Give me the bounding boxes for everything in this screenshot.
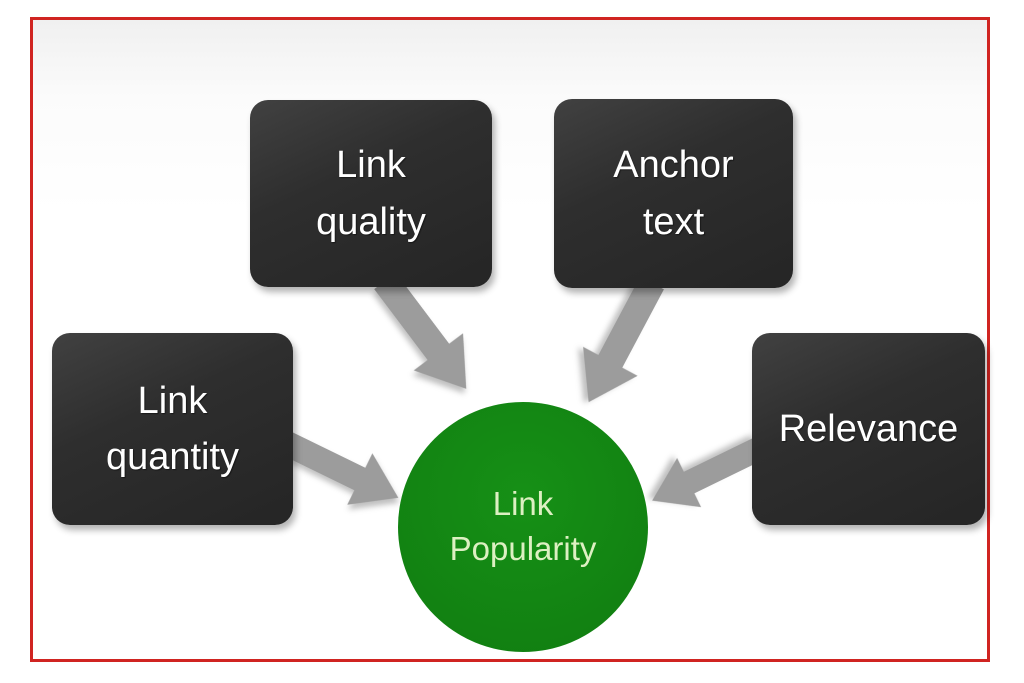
arrow-anchor-text-to-center-icon [583,276,664,403]
node-link-quality-label-line1: Link [336,144,406,187]
node-link-quality: Link quality [250,100,492,287]
node-anchor-text-label-line1: Anchor [613,144,734,187]
node-link-quantity: Link quantity [52,333,293,525]
arrow-relevance-to-center-icon [652,437,766,508]
node-relevance: Relevance [752,333,985,525]
node-relevance-label: Relevance [778,407,959,450]
node-anchor-text: Anchor text [554,99,793,288]
node-link-popularity: Link Popularity [398,402,648,652]
node-link-quantity-label-line2: quantity [105,436,240,478]
node-link-quantity-label-line1: Link [137,379,208,422]
arrow-link-quality-to-center-icon [374,272,467,389]
node-link-quality-label-line2: quality [316,200,426,243]
node-link-popularity-label-line1: Link [492,485,554,523]
node-link-popularity-label-line2: Popularity [449,530,597,567]
arrow-link-quantity-to-center-icon [280,431,399,505]
node-anchor-text-label-line2: text [642,200,705,243]
